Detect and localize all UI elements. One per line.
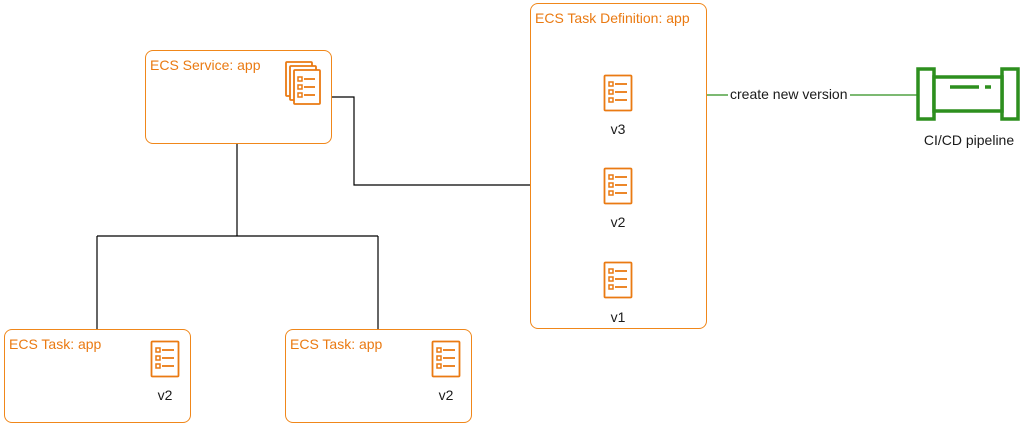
create-new-version-label: create new version — [728, 86, 850, 102]
task-definition-icon — [150, 340, 180, 378]
ecs-service-box[interactable]: ECS Service: app — [145, 50, 332, 144]
pipeline-icon — [916, 67, 1020, 121]
ecs-task-box[interactable]: ECS Task: app v2 — [4, 329, 191, 423]
pipeline-label: CI/CD pipeline — [923, 132, 1015, 148]
ecs-task-title: ECS Task: app — [9, 336, 102, 352]
version-label-v3: v3 — [610, 121, 626, 137]
task-version-label: v2 — [438, 387, 454, 403]
version-label-v1: v1 — [610, 309, 626, 325]
service-to-tasks-connector — [96, 144, 379, 329]
service-to-v2-arrow — [331, 96, 597, 190]
ecs-task-title: ECS Task: app — [290, 336, 383, 352]
ecs-service-icon — [285, 61, 321, 105]
ecs-service-title: ECS Service: app — [150, 57, 261, 73]
task-definition-title: ECS Task Definition: app — [535, 10, 690, 26]
task-definition-icon — [431, 340, 461, 378]
task-version-label: v2 — [157, 387, 173, 403]
ecs-task-box[interactable]: ECS Task: app v2 — [285, 329, 472, 423]
task-definition-v1-icon — [603, 261, 633, 299]
task-definition-v2-icon — [603, 167, 633, 205]
task-definition-v3-icon — [603, 74, 633, 112]
version-label-v2: v2 — [610, 214, 626, 230]
